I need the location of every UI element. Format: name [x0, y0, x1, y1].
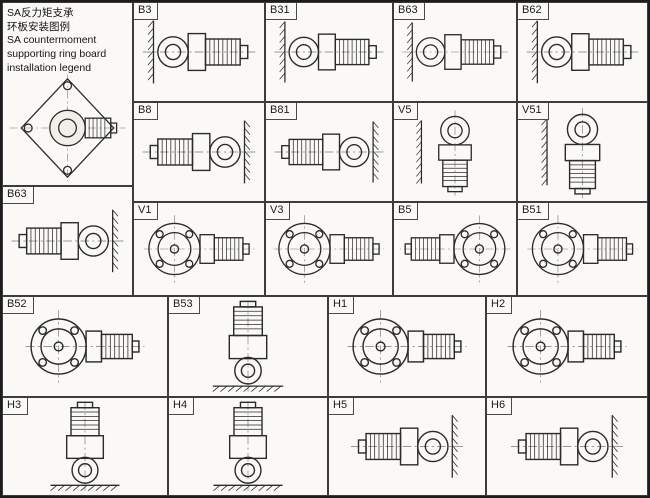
gearmotor-drawing — [510, 415, 624, 478]
grid-cell-b3: B3 — [133, 2, 265, 102]
grid-cell-h4: H4 — [168, 397, 328, 496]
gearmotor-drawing — [402, 22, 508, 82]
ring-board-legend-drawing — [9, 74, 126, 182]
cell-label: B63 — [3, 187, 34, 205]
grid-cell-h1: H1 — [328, 296, 486, 397]
cell-label: H2 — [487, 297, 513, 315]
grid-cell-h6: H6 — [486, 397, 648, 496]
legend-title-en-1: SA countermoment — [7, 34, 97, 47]
grid-cell-b51: B51 — [517, 202, 648, 296]
cell-label: B51 — [518, 203, 549, 221]
gearmotor-drawing — [274, 21, 384, 83]
cell-label: H5 — [329, 398, 355, 416]
grid-cell-b53: B53 — [168, 296, 328, 397]
grid-cell-v51: V51 — [517, 102, 648, 202]
grid-cell-h2: H2 — [486, 296, 648, 397]
gearmotor-drawing — [142, 20, 256, 84]
cell-label: V5 — [394, 103, 419, 121]
grid-cell-b52: B52 — [2, 296, 168, 397]
cell-label: V51 — [518, 103, 549, 121]
gearmotor-drawing — [212, 300, 284, 392]
grid-cell-v3: V3 — [265, 202, 393, 296]
cell-label: V1 — [134, 203, 159, 221]
grid-cell-v5: V5 — [393, 102, 517, 202]
grid-cell-b81: B81 — [265, 102, 393, 202]
gearmotor-drawing — [347, 310, 467, 383]
gearmotor-drawing — [541, 107, 601, 199]
cell-label: H3 — [3, 398, 29, 416]
grid-cell-b5: B5 — [393, 202, 517, 296]
grid-cell-b8: B8 — [133, 102, 265, 202]
grid-cell-v1: V1 — [133, 202, 265, 296]
legend-text: SA反力矩支承 环板安装图例 SA countermoment supporti… — [3, 3, 132, 75]
gearmotor-drawing — [350, 415, 464, 478]
legend-cell: SA反力矩支承 环板安装图例 SA countermoment supporti… — [2, 2, 133, 186]
gearmotor-drawing — [11, 209, 124, 273]
gearmotor-drawing — [273, 215, 385, 283]
gearmotor-drawing — [416, 110, 472, 196]
grid-cell-b63-left: B63 — [2, 186, 133, 296]
gearmotor-drawing — [507, 310, 627, 383]
gearmotor-drawing — [213, 401, 283, 491]
cell-label: H1 — [329, 297, 355, 315]
gearmotor-drawing — [25, 310, 145, 383]
cell-label: B52 — [3, 297, 34, 315]
gearmotor-drawing — [526, 20, 639, 84]
legend-title-en-2: supporting ring board — [7, 47, 107, 60]
cell-label: B53 — [169, 297, 200, 315]
gearmotor-drawing — [50, 401, 120, 491]
cell-label: B31 — [266, 3, 297, 21]
gearmotor-drawing — [527, 215, 638, 283]
grid-cell-h3: H3 — [2, 397, 168, 496]
cell-label: B63 — [394, 3, 425, 21]
cell-label: B8 — [134, 103, 159, 121]
grid-cell-b63-top: B63 — [393, 2, 517, 102]
gearmotor-drawing — [142, 120, 256, 184]
legend-title-en-3: installation legend — [7, 61, 92, 74]
grid-cell-h5: H5 — [328, 397, 486, 496]
cell-label: B81 — [266, 103, 297, 121]
cell-label: B62 — [518, 3, 549, 21]
cell-label: B5 — [394, 203, 419, 221]
cell-label: H4 — [169, 398, 195, 416]
cell-label: B3 — [134, 3, 159, 21]
legend-title-cn-1: SA反力矩支承 — [7, 7, 74, 19]
cell-label: H6 — [487, 398, 513, 416]
gearmotor-drawing — [143, 215, 255, 283]
grid-cell-b31: B31 — [265, 2, 393, 102]
cell-label: V3 — [266, 203, 291, 221]
legend-title-cn-2: 环板安装图例 — [7, 20, 70, 33]
gearmotor-drawing — [274, 121, 384, 183]
grid-cell-b62: B62 — [517, 2, 648, 102]
gearmotor-drawing — [400, 215, 510, 283]
